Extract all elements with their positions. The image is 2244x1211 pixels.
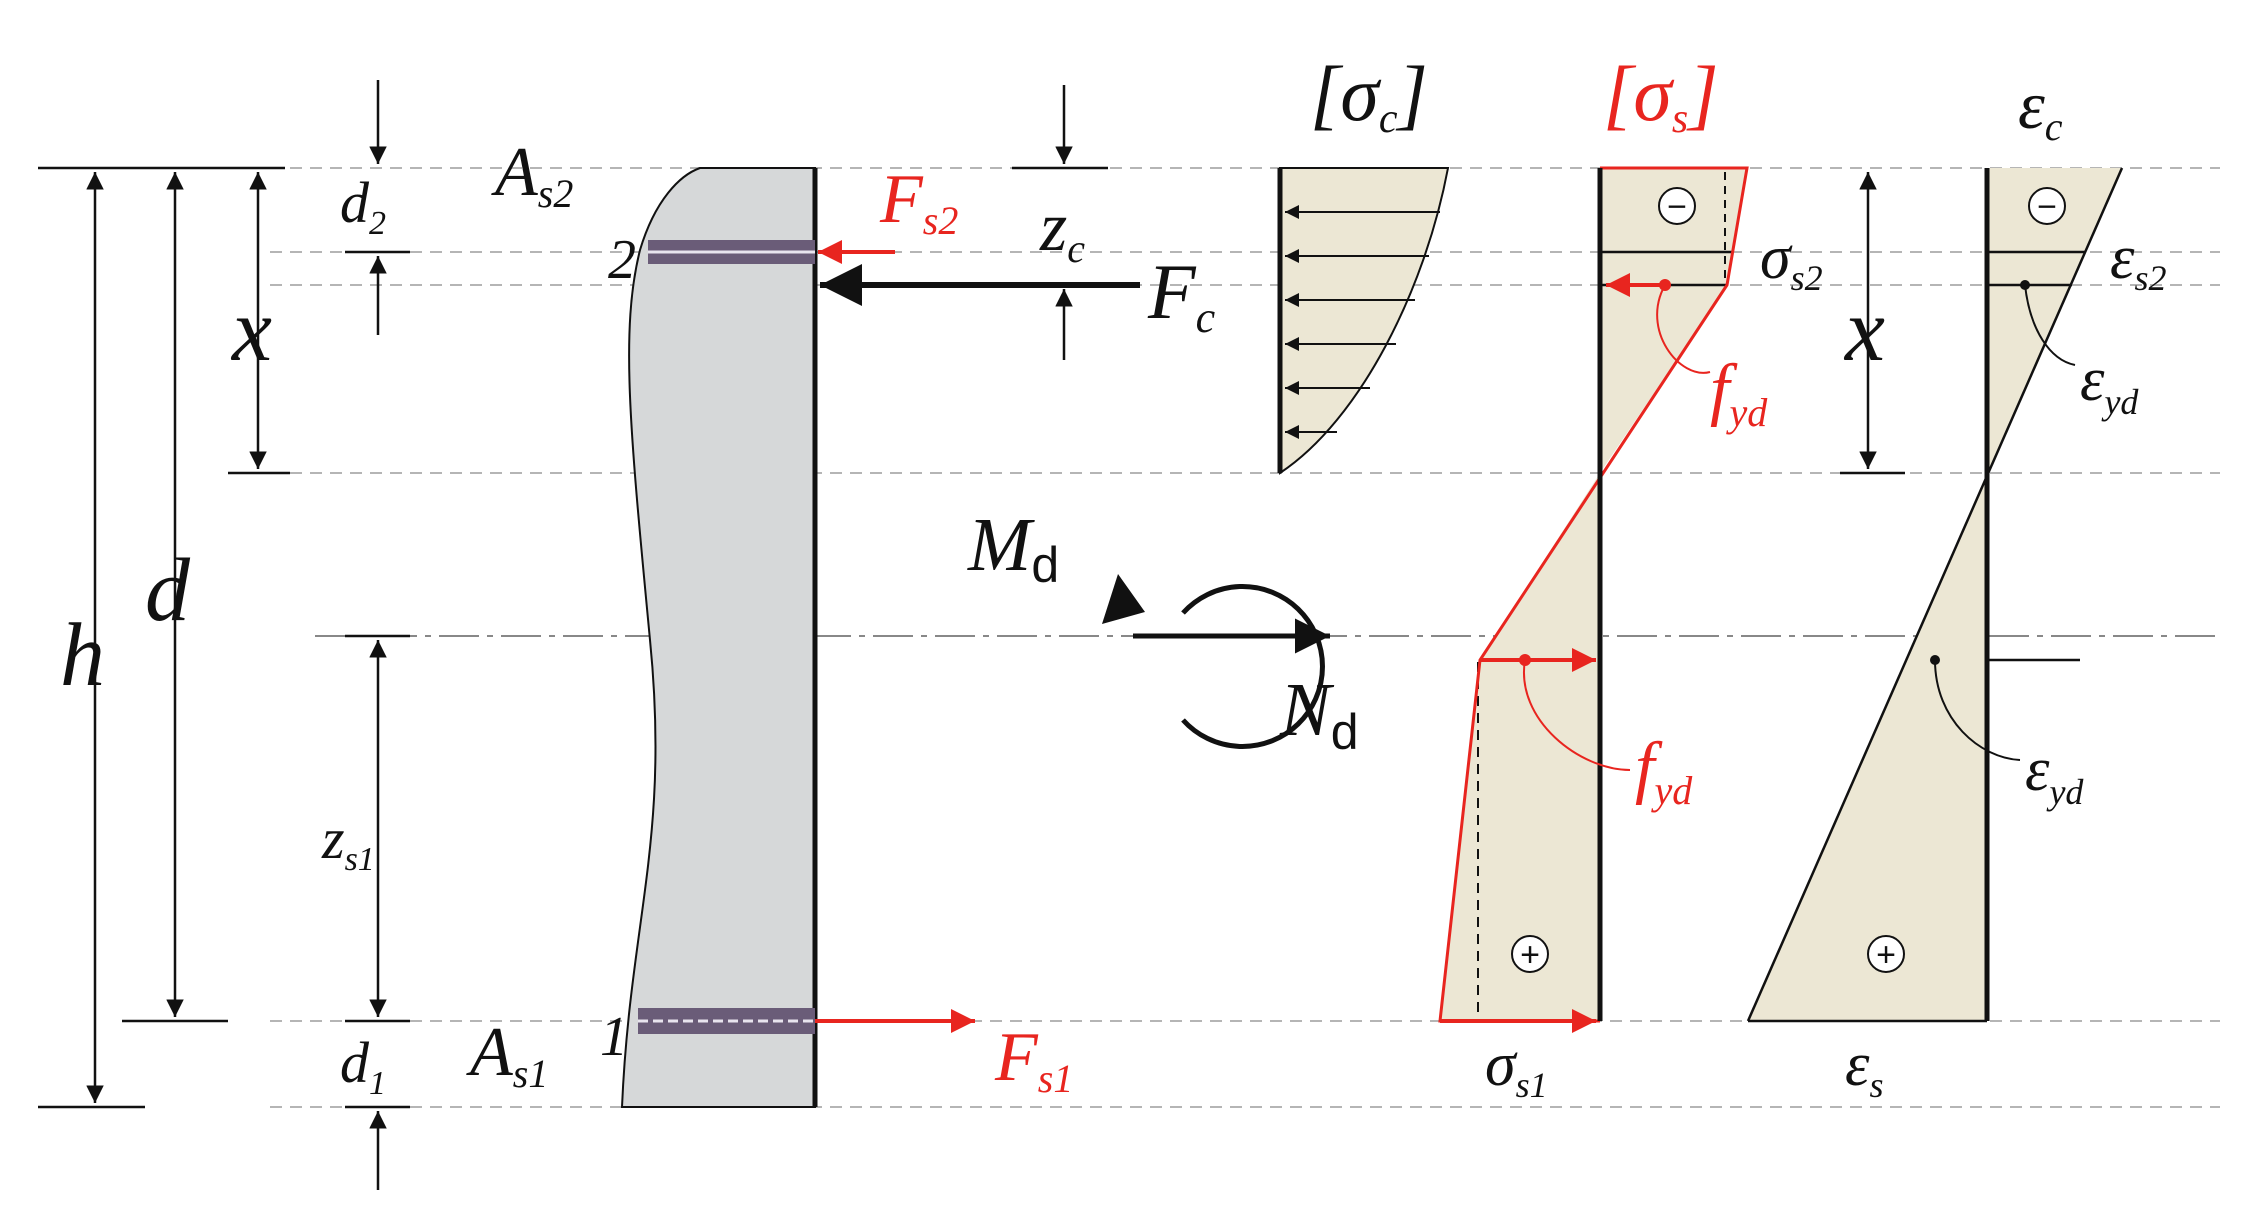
moment-symbol xyxy=(1102,574,1325,749)
label-zs1: zs1 xyxy=(321,806,375,878)
label-eps-s2: εs2 xyxy=(2110,224,2166,298)
zc-dimension xyxy=(1012,85,1108,360)
tension-sign xyxy=(1511,935,1549,973)
steel-stress-diagram xyxy=(1438,166,1905,1033)
compression-sign xyxy=(2028,187,2066,225)
label-nd: Nd xyxy=(1279,668,1359,760)
dimension-lines xyxy=(38,80,410,1190)
label-rebar-2: 2 xyxy=(608,229,636,291)
label-d1: d1 xyxy=(340,1030,386,1102)
label-x-right: x xyxy=(1843,281,1885,380)
label-eps-yd-top: εyd xyxy=(2080,346,2139,422)
label-x-left: x xyxy=(230,281,272,380)
label-rebar-1: 1 xyxy=(600,1006,628,1068)
label-eps-s: εs xyxy=(1845,1031,1883,1105)
minus-sign-strain: − xyxy=(2037,188,2057,226)
concrete-stress-block xyxy=(1277,167,1450,475)
label-fs1: Fs1 xyxy=(994,1019,1073,1101)
compression-sign xyxy=(1658,187,1696,225)
plus-sign-strain: + xyxy=(1876,936,1896,974)
plus-sign-stress: + xyxy=(1520,936,1540,974)
label-as1: As1 xyxy=(466,1014,548,1096)
strain-diagram xyxy=(1746,167,2124,1023)
label-h: h xyxy=(60,606,105,705)
label-zc: zc xyxy=(1039,189,1085,271)
label-eps-yd-bottom: εyd xyxy=(2025,736,2084,812)
minus-sign-stress: − xyxy=(1667,188,1687,226)
label-fs2: Fs2 xyxy=(879,161,958,243)
label-d: d xyxy=(145,541,191,640)
bottom-rebar xyxy=(638,1008,815,1034)
label-fc: Fc xyxy=(1147,248,1216,342)
header-concrete-stress: [σc] xyxy=(1310,50,1428,142)
label-sigma-s2: σs2 xyxy=(1760,224,1823,298)
tension-sign xyxy=(1867,935,1905,973)
label-sigma-s1: σs1 xyxy=(1485,1031,1548,1105)
header-concrete-strain: εc xyxy=(2018,67,2063,149)
label-as2: As2 xyxy=(491,134,573,216)
label-d2: d2 xyxy=(340,170,386,242)
concrete-section xyxy=(620,167,818,1108)
header-steel-stress: [σs] xyxy=(1603,50,1719,142)
label-md: Md xyxy=(967,503,1059,593)
label-fyd-bottom: fyd xyxy=(1635,729,1693,813)
label-fyd-top: fyd xyxy=(1710,351,1768,435)
